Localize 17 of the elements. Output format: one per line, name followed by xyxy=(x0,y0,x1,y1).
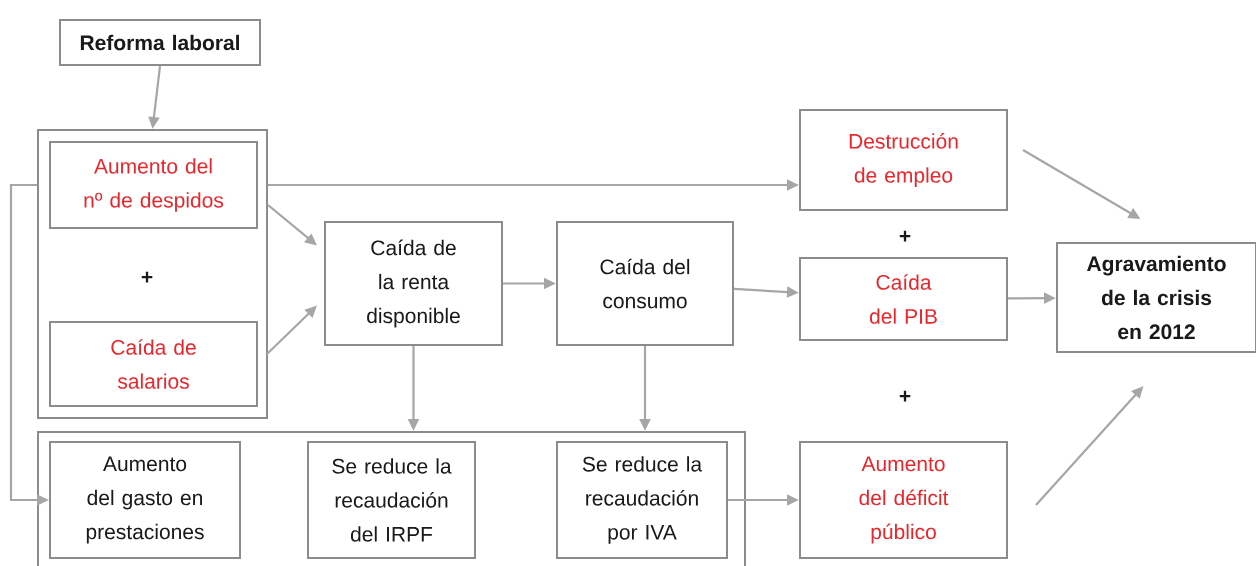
plus-sign: + xyxy=(899,230,911,242)
plus-sign: + xyxy=(141,271,153,283)
group-frame xyxy=(37,129,268,419)
process-box: Reforma laboral xyxy=(59,19,261,66)
process-box: Se reduce la recaudación del IRPF xyxy=(307,441,476,559)
process-box: Caída de salarios xyxy=(49,321,258,407)
process-box: Caída del PIB xyxy=(799,257,1008,341)
process-box: Aumento del nº de despidos xyxy=(49,141,258,229)
process-box: Destrucción de empleo xyxy=(799,109,1008,211)
process-box: Se reduce la recaudación por IVA xyxy=(556,441,728,559)
plus-sign: + xyxy=(899,390,911,402)
process-box: Agravamiento de la crisis en 2012 xyxy=(1056,242,1256,353)
process-box: Caída de la renta disponible xyxy=(324,221,503,346)
process-box: Aumento del gasto en prestaciones xyxy=(49,441,241,559)
process-box: Aumento del déficit público xyxy=(799,441,1008,559)
group-frame xyxy=(37,431,746,566)
process-box: Caída del consumo xyxy=(556,221,734,346)
